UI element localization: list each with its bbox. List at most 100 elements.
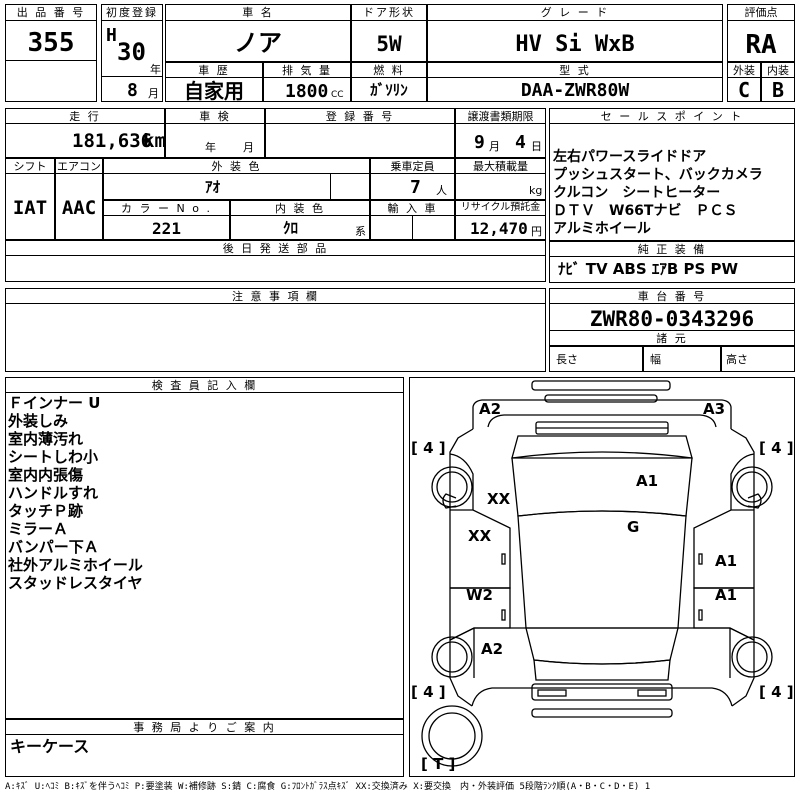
cc-unit: CC bbox=[331, 90, 344, 100]
history-value: 自家用 bbox=[184, 79, 244, 103]
left-front-door bbox=[450, 509, 511, 589]
genuine-equipment-header: 純 正 装 備 bbox=[549, 241, 795, 257]
dimension-length-cell bbox=[549, 346, 643, 372]
transfer-day-value: 4 bbox=[515, 132, 526, 153]
later-parts-header: 後 日 発 送 部 品 bbox=[5, 240, 546, 256]
max-load-header: 最大積載量 bbox=[455, 158, 546, 174]
front-bumper-inner bbox=[544, 394, 658, 403]
aircon-value: AAC bbox=[61, 197, 97, 219]
inspector-note: バンパー下Ａ bbox=[8, 538, 99, 556]
door-header: ドア形状 bbox=[351, 4, 427, 21]
front-left-tire bbox=[431, 466, 473, 508]
rear-plate bbox=[531, 683, 673, 701]
notes-header: 注 意 事 項 欄 bbox=[5, 288, 546, 304]
exterior-color-header: 外 装 色 bbox=[103, 158, 370, 174]
displacement-header: 排 気 量 bbox=[263, 62, 351, 78]
day-unit: 日 bbox=[531, 140, 542, 153]
sales-point: プッシュスタート、バックカメラ bbox=[553, 167, 763, 183]
interior-grade-header: 内装 bbox=[761, 62, 795, 78]
kg-unit: kg bbox=[529, 184, 543, 197]
year-unit: 年 bbox=[150, 63, 161, 76]
km-unit: km bbox=[143, 130, 166, 152]
month-unit: 月 bbox=[148, 87, 159, 100]
car-name-header: 車 名 bbox=[165, 4, 351, 21]
rear-body bbox=[471, 687, 733, 707]
interior-color-header: 内 装 色 bbox=[230, 200, 370, 216]
exterior-grade-header: 外装 bbox=[727, 62, 761, 78]
inspection-header: 車 検 bbox=[165, 108, 265, 124]
office-notice-header: 事 務 局 よ り ご 案 内 bbox=[5, 719, 404, 735]
inspector-note: タッチＰ跡 bbox=[8, 502, 84, 520]
dimension-width-cell bbox=[643, 346, 721, 372]
yen-unit: 円 bbox=[531, 225, 542, 238]
spare-tire bbox=[421, 705, 483, 767]
mark-right-front-door: A1 bbox=[715, 552, 738, 570]
reg-month-value: 8 bbox=[127, 80, 138, 101]
persons-unit: 人 bbox=[436, 184, 447, 197]
front-right-tire bbox=[731, 466, 773, 508]
fuel-value: ｶﾞｿﾘﾝ bbox=[370, 81, 408, 99]
capacity-header: 乗車定員 bbox=[370, 158, 455, 174]
tire-rear-left-label: [ 4 ] bbox=[411, 683, 446, 701]
sales-point: アルミホイール bbox=[553, 221, 651, 237]
rear-panel bbox=[533, 659, 671, 681]
mileage-value: 181,636 bbox=[72, 130, 153, 152]
inspector-note: 室内薄汚れ bbox=[8, 430, 84, 448]
height-label: 高さ bbox=[726, 353, 748, 366]
right-mirror bbox=[747, 493, 762, 509]
front-end bbox=[472, 399, 732, 429]
spare-tire-label: [ T ] bbox=[421, 755, 456, 773]
kei-unit: 系 bbox=[355, 225, 366, 238]
exterior-grade-value: C bbox=[737, 78, 751, 102]
damage-legend: A:ｷｽﾞ U:ﾍｺﾐ B:ｷｽﾞを伴うﾍｺﾐ P:要塗装 W:補修跡 S:錆 … bbox=[5, 782, 651, 792]
rear-left-tire bbox=[431, 636, 473, 678]
interior-color-value: ｸﾛ bbox=[283, 219, 299, 237]
rear-bumper-bar bbox=[531, 708, 673, 718]
import-header: 輸 入 車 bbox=[370, 200, 455, 216]
car-diagram bbox=[421, 380, 773, 767]
right-front-fender bbox=[730, 453, 755, 510]
width-label: 幅 bbox=[650, 353, 661, 366]
inspector-notes-list: Ｆインナー U 外装しみ 室内薄汚れ シートしわ小 室内内張傷 ハンドルすれ タ… bbox=[8, 394, 143, 592]
score-value: RA bbox=[745, 30, 777, 60]
right-body-side bbox=[730, 428, 755, 707]
mark-front-right: A3 bbox=[703, 400, 726, 418]
windshield bbox=[511, 451, 693, 517]
inspector-notes-header: 検 査 員 記 入 欄 bbox=[5, 377, 404, 393]
tire-rear-right-label: [ 4 ] bbox=[759, 683, 794, 701]
transfer-month-value: 9 bbox=[474, 132, 485, 153]
color-number-header: カ ラ ー N o . bbox=[103, 200, 230, 216]
lot-number-header: 出 品 番 号 bbox=[5, 4, 97, 21]
first-registration-header: 初度登録 bbox=[101, 4, 163, 21]
door-value: 5W bbox=[376, 32, 402, 56]
grade-header: グ レ ー ド bbox=[427, 4, 723, 21]
capacity-value: 7 bbox=[410, 177, 421, 198]
inspector-note: スタッドレスタイヤ bbox=[8, 574, 143, 592]
shift-header: シフト bbox=[5, 158, 55, 174]
genuine-equipment-value: ﾅﾋﾞ TV ABS ｴｱB PS PW bbox=[558, 260, 739, 278]
right-rear-quarter bbox=[678, 627, 755, 678]
roof bbox=[517, 510, 687, 629]
car-diagram-panel: A2 A3 A1 XX G XX W2 A2 A1 A1 [ 4 ] [ 4 ]… bbox=[409, 377, 795, 777]
color-number-value: 221 bbox=[152, 219, 181, 238]
sales-point: ＤＴＶ W66Tナビ ＰＣＳ bbox=[553, 203, 738, 219]
mark-left-rear-quarter: A2 bbox=[481, 640, 504, 658]
front-fascia bbox=[487, 414, 717, 428]
mark-right-rear-door: A1 bbox=[715, 586, 738, 604]
rear-window bbox=[525, 627, 679, 665]
recycle-header: リサイクル預託金 bbox=[455, 200, 546, 216]
chassis-number-header: 車 台 番 号 bbox=[549, 288, 795, 304]
inspection-month-unit: 月 bbox=[243, 141, 254, 154]
left-mirror bbox=[442, 493, 457, 509]
recycle-value: 12,470 bbox=[470, 219, 528, 238]
fuel-header: 燃 料 bbox=[351, 62, 427, 78]
inspector-note: シートしわ小 bbox=[8, 448, 99, 466]
mark-hood: A1 bbox=[636, 472, 659, 490]
reg-year-value: 30 bbox=[117, 38, 146, 66]
interior-grade-value: B bbox=[771, 78, 785, 102]
mileage-header: 走 行 bbox=[5, 108, 165, 124]
mark-front-left: A2 bbox=[479, 400, 502, 418]
registration-number-header: 登 録 番 号 bbox=[265, 108, 455, 124]
tire-front-left-label: [ 4 ] bbox=[411, 439, 446, 457]
import-divider bbox=[412, 216, 413, 240]
